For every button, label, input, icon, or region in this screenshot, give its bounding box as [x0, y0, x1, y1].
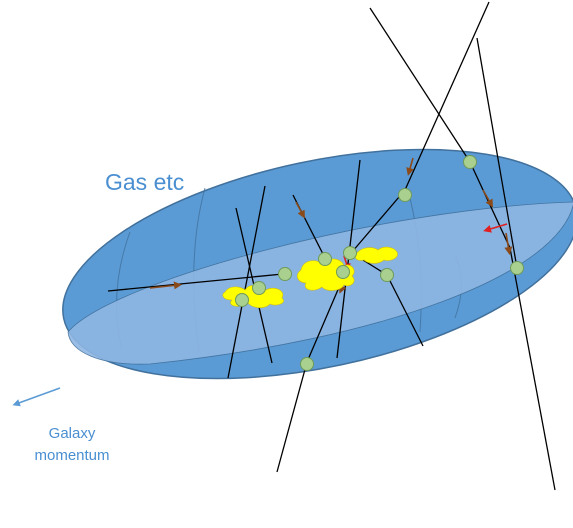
galaxy-momentum-arrow — [12, 387, 61, 407]
direction-arrow — [482, 189, 493, 208]
galaxy-label-line1: Galaxy — [48, 425, 96, 442]
node — [252, 281, 266, 295]
node — [463, 155, 477, 169]
track-line — [107, 273, 284, 292]
node — [300, 357, 314, 371]
direction-arrow — [406, 157, 414, 176]
gas-label: Gas etc — [105, 169, 185, 195]
track-line — [227, 185, 266, 379]
node — [336, 265, 350, 279]
node — [510, 261, 524, 275]
red-arrow — [483, 223, 508, 233]
direction-arrow — [149, 281, 182, 290]
node — [278, 267, 292, 281]
track-line — [306, 277, 344, 363]
track-line — [509, 247, 556, 491]
star-cluster-right — [354, 246, 398, 264]
track-line — [369, 7, 471, 163]
direction-arrow — [504, 232, 513, 255]
direction-arrow — [295, 201, 305, 219]
node — [318, 252, 332, 266]
galaxy-label-line2: momentum — [34, 447, 110, 464]
interaction-nodes — [235, 155, 524, 371]
track-line — [404, 1, 490, 191]
node — [398, 188, 412, 202]
track-line — [351, 189, 406, 253]
track-line — [476, 37, 518, 269]
track-line — [386, 274, 424, 347]
node — [235, 293, 249, 307]
node — [380, 268, 394, 282]
galaxy-momentum-label: Galaxy momentum — [12, 423, 132, 467]
node — [343, 246, 357, 260]
track-line — [276, 361, 308, 473]
